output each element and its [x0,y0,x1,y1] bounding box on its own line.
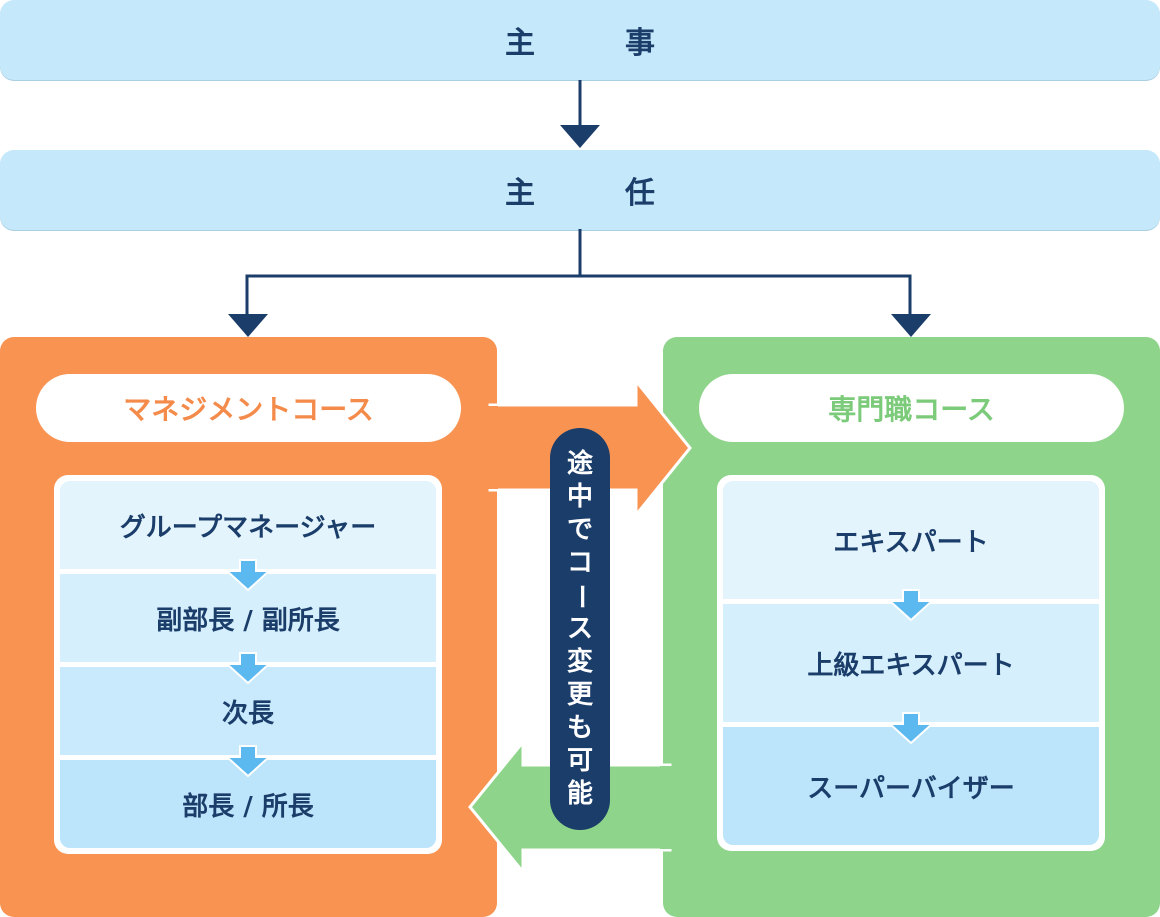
stage-shunin: 主 任 [0,150,1160,230]
note-char: 途 [566,448,593,479]
step-arrow-down-icon [225,652,271,684]
step-arrow-down-icon [225,745,271,777]
management-step-label: 部長 / 所長 [182,791,314,822]
specialist-ladder: エキスパート 上級エキスパート スーパーバイザー [717,475,1105,851]
arrow-down-icon [560,125,600,148]
note-char: 中 [566,481,593,512]
branch-connector-right [580,274,912,318]
management-step: 副部長 / 副所長 [60,574,436,684]
course-change-note: 途 中 で コ ー ス 変 更 も 可 能 [550,428,610,830]
note-char: 更 [566,679,593,710]
step-arrow-down-icon [888,589,934,621]
management-step-label: 副部長 / 副所長 [156,605,340,636]
management-course-title: マネジメントコース [36,374,461,442]
note-char: コ [566,547,593,578]
management-ladder: グループマネージャー 副部長 / 副所長 次長 部長 / 所長 [54,475,442,854]
specialist-step: エキスパート [723,481,1099,621]
step-arrow-down-icon [225,559,271,591]
management-course-panel: マネジメントコース グループマネージャー 副部長 / 副所長 次長 部長 / 所… [0,337,497,917]
management-step: グループマネージャー [60,481,436,591]
arrow-down-icon [228,314,268,337]
specialist-step-label: 上級エキスパート [807,650,1015,681]
note-char: ー [565,582,596,610]
stage-shuji-label: 主 事 [505,26,685,61]
note-char: 能 [566,778,593,809]
note-char: ス [566,613,593,644]
specialist-step: スーパーバイザー [723,727,1099,845]
management-step-label: 次長 [221,698,274,729]
specialist-course-panel: 専門職コース エキスパート 上級エキスパート スーパーバイザー [663,337,1160,917]
arrow-down-icon [891,314,931,337]
note-char: も [566,712,593,743]
branch-connector [245,229,582,318]
note-char: 変 [566,646,593,677]
specialist-step-label: エキスパート [833,527,989,558]
management-step-label: グループマネージャー [119,512,377,543]
specialist-step-label: スーパーバイザー [807,773,1015,804]
stage-shuji: 主 事 [0,0,1160,80]
step-arrow-down-icon [888,712,934,744]
note-char: 可 [566,745,593,776]
specialist-step: 上級エキスパート [723,604,1099,744]
specialist-course-title: 専門職コース [699,374,1124,442]
note-char: で [566,514,593,545]
stage-shunin-label: 主 任 [505,176,685,211]
